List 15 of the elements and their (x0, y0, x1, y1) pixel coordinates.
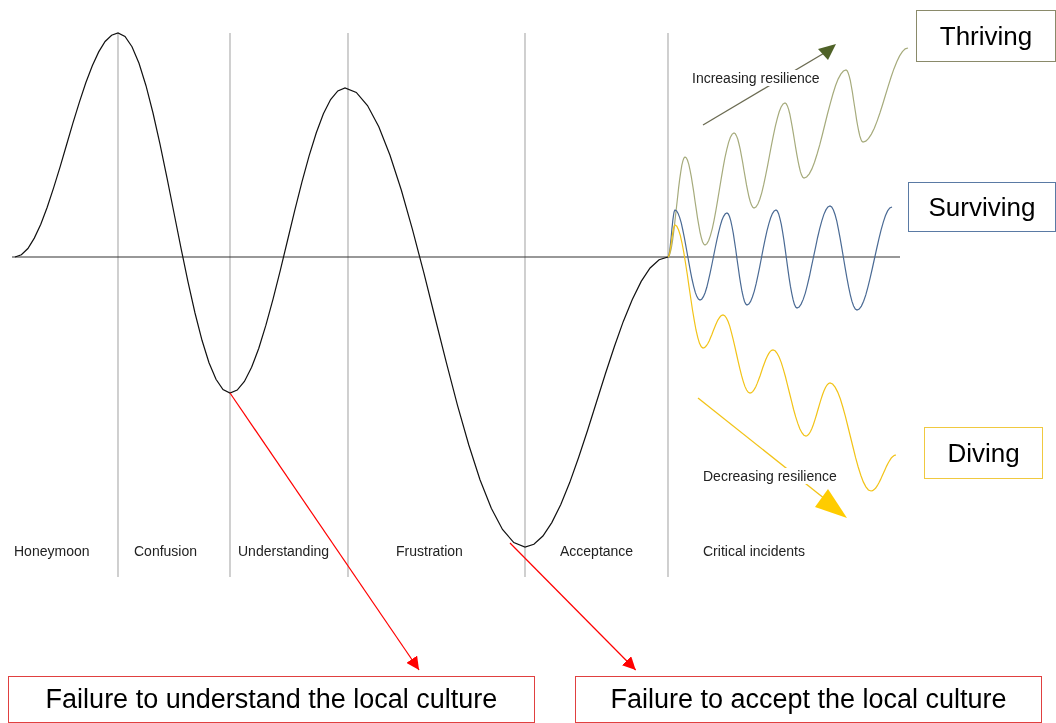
phase-label: Confusion (134, 543, 198, 559)
arrow (509, 542, 637, 671)
phase-label: Honeymoon (14, 543, 90, 559)
phase-label: Acceptance (560, 543, 634, 559)
phase-label: Frustration (396, 543, 463, 559)
arrow (229, 392, 420, 671)
phase-label: Critical incidents (703, 543, 805, 559)
outcome-box: Failure to accept the local culture (575, 676, 1042, 723)
outcome-box: Surviving (908, 182, 1056, 232)
outcome-box: Diving (924, 427, 1043, 479)
resilience-label: Decreasing resilience (703, 468, 837, 484)
resilience-label: Increasing resilience (692, 70, 820, 86)
outcome-box: Thriving (916, 10, 1056, 62)
outcome-box: Failure to understand the local culture (8, 676, 535, 723)
phase-label: Understanding (238, 543, 330, 559)
